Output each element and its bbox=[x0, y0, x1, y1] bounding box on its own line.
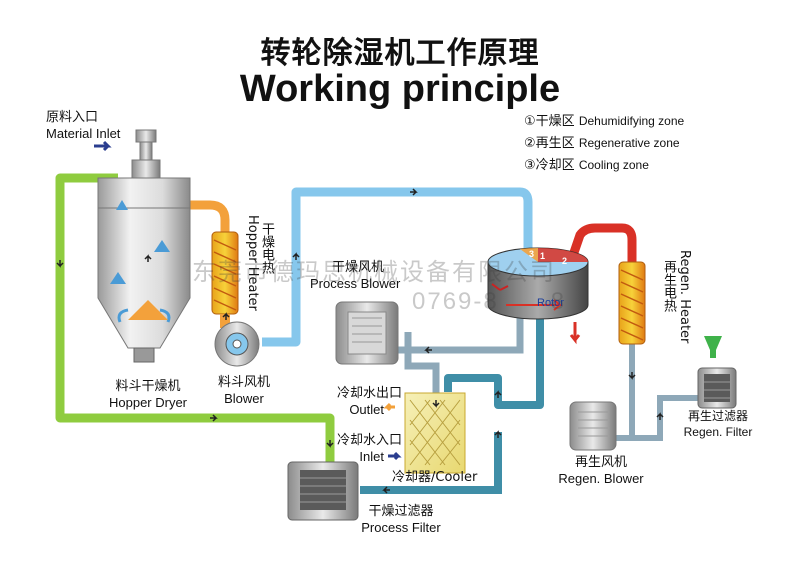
hopper-dryer-cn: 料斗干燥机 bbox=[115, 379, 181, 394]
blower-label: 料斗风机 Blower bbox=[208, 375, 280, 407]
hopper-heater-cn: 干燥电热 bbox=[259, 222, 274, 274]
process-filter-cn: 干燥过滤器 bbox=[368, 504, 434, 519]
hopper-blower bbox=[214, 314, 260, 367]
regen-heater-label: Regen. Heater bbox=[676, 250, 692, 343]
outlet-water-arrow bbox=[383, 402, 395, 412]
hopper-dryer-label: 料斗干燥机 Hopper Dryer bbox=[92, 379, 204, 411]
zone-en: Dehumidifying zone bbox=[578, 114, 685, 128]
material-inlet-en: Material Inlet bbox=[46, 126, 121, 141]
cooler bbox=[404, 392, 466, 474]
zone-number: ② bbox=[524, 136, 536, 151]
process-filter bbox=[287, 461, 359, 521]
material-loader bbox=[131, 129, 161, 179]
rotor-label: Rotor bbox=[537, 297, 564, 309]
flow-arrows bbox=[56, 188, 664, 494]
zone-legend-cooling: ③冷却区 Cooling zone bbox=[524, 154, 649, 173]
regen-hot-pipe bbox=[563, 223, 637, 272]
outlet-en: Outlet bbox=[349, 402, 384, 417]
regen-heater-cn-label: 再生电热 bbox=[660, 260, 676, 312]
hopper-heater-en: Hopper Heater bbox=[245, 215, 260, 311]
inlet-water-arrow bbox=[388, 451, 402, 461]
blower-en: Blower bbox=[224, 391, 264, 406]
inlet-label: 冷却水入口 Inlet bbox=[322, 433, 402, 465]
title-chinese: 转轮除湿机工作原理 bbox=[260, 36, 540, 71]
regen-blower bbox=[569, 401, 617, 451]
regen-outlet-arrow bbox=[569, 322, 581, 345]
process-blower-label: 干燥风机 Process Blower bbox=[310, 260, 400, 292]
material-inlet-cn: 原料入口 bbox=[46, 110, 99, 125]
regen-filter-label: 再生过滤器 Regen. Filter bbox=[668, 408, 768, 440]
zone-cn: 干燥区 bbox=[535, 114, 575, 129]
return-air-pipe bbox=[55, 173, 335, 470]
watermark-phone: 0769-8 8 bbox=[412, 288, 567, 315]
process-filter-en: Process Filter bbox=[361, 520, 441, 535]
outlet-label: 冷却水出口 Outlet bbox=[322, 386, 402, 418]
cooler-label: 冷却器/Cooler bbox=[392, 470, 478, 485]
inlet-en: Inlet bbox=[359, 449, 384, 464]
hopper-heater bbox=[211, 231, 239, 315]
process-filter-label: 干燥过滤器 Process Filter bbox=[346, 504, 456, 536]
regen-heater bbox=[618, 261, 646, 345]
cooling-circuit-pipe bbox=[444, 312, 544, 409]
zone-legend-regenerative: ②再生区 Regenerative zone bbox=[524, 132, 680, 151]
zone-cn: 冷却区 bbox=[535, 158, 575, 173]
zone-en: Regenerative zone bbox=[578, 136, 680, 150]
process-blower-cn: 干燥风机 bbox=[332, 260, 385, 275]
watermark-company: 东莞市德玛思机械设备有限公司 bbox=[192, 258, 556, 286]
regen-heater-cn: 再生电热 bbox=[661, 260, 676, 312]
rotor bbox=[487, 247, 589, 320]
process-blower bbox=[335, 301, 399, 365]
process-air-pipe bbox=[262, 187, 533, 347]
regen-filter-cn: 再生过滤器 bbox=[687, 409, 748, 423]
regen-heater-en: Regen. Heater bbox=[677, 250, 692, 344]
process-blower-en: Process Blower bbox=[310, 276, 401, 291]
rotor-zone-2: 2 bbox=[562, 256, 568, 266]
title-english: Working principle bbox=[239, 68, 561, 110]
zone-en: Cooling zone bbox=[578, 158, 649, 172]
material-inlet-arrow bbox=[94, 140, 112, 152]
hopper-dryer-en: Hopper Dryer bbox=[108, 395, 188, 410]
regen-filter-en: Regen. Filter bbox=[683, 425, 753, 439]
regen-blower-cn: 再生风机 bbox=[574, 455, 627, 470]
inlet-cn: 冷却水入口 bbox=[336, 433, 402, 448]
hopper-heater-cn-label: 干燥电热 bbox=[258, 222, 274, 274]
material-inlet-label: 原料入口 Material Inlet bbox=[46, 110, 120, 142]
regen-filter bbox=[697, 336, 737, 409]
hopper-heater-label: Hopper Heater bbox=[244, 215, 260, 311]
zone-number: ③ bbox=[524, 158, 536, 173]
rotor-zone-1: 1 bbox=[540, 251, 546, 261]
cooler-to-filter-pipe bbox=[360, 432, 502, 494]
zone-cn: 再生区 bbox=[535, 136, 575, 151]
zone-legend-dehumidifying: ①干燥区 Dehumidifying zone bbox=[524, 110, 684, 129]
regen-blower-en: Regen. Blower bbox=[558, 471, 644, 486]
zone-number: ① bbox=[524, 114, 536, 129]
regen-blower-label: 再生风机 Regen. Blower bbox=[546, 455, 656, 487]
rotor-zone-3: 3 bbox=[529, 249, 535, 259]
hopper-dryer bbox=[97, 177, 191, 363]
outlet-cn: 冷却水出口 bbox=[336, 386, 402, 401]
blower-cn: 料斗风机 bbox=[217, 375, 270, 390]
